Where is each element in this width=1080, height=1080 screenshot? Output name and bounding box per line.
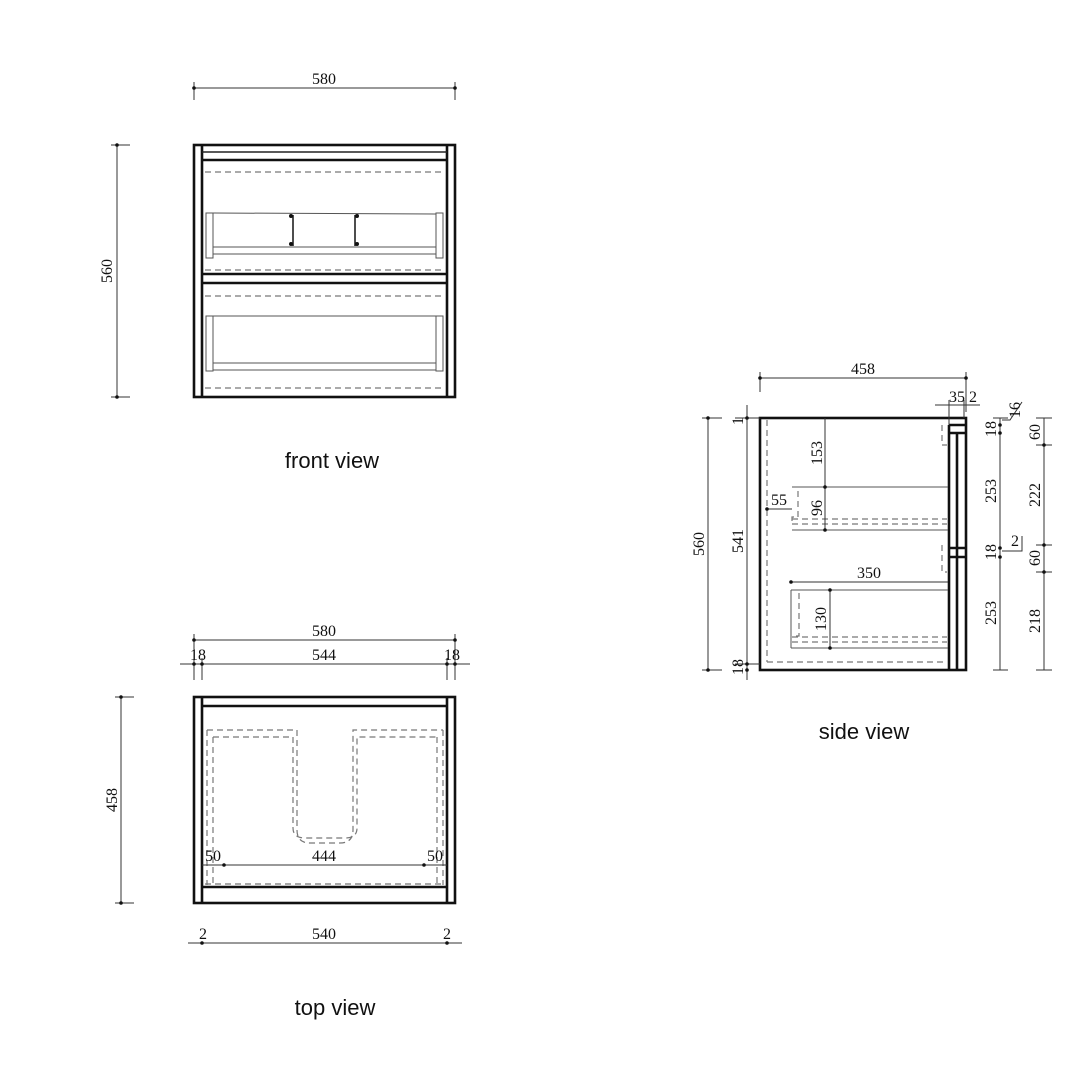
dim-drawer-lower: 253 [983, 601, 1000, 625]
front-view: 580 560 front view [99, 71, 457, 473]
dim-153: 153 [809, 441, 826, 465]
dim-drawer-upper: 253 [983, 479, 1000, 503]
dim-2: 2 [1011, 533, 1019, 550]
upper-drawer [205, 212, 444, 259]
dim-16: 16 [1007, 402, 1024, 418]
dim-offset-left: 50 [205, 848, 221, 865]
dim-60-mid: 60 [1027, 550, 1044, 566]
top-outline [192, 695, 457, 905]
dim-side-left: 18 [190, 647, 206, 664]
lower-drawer [205, 315, 444, 372]
dim-width: 580 [312, 71, 336, 88]
top-view: 580 18 544 18 458 50 444 50 2 540 2 top … [104, 623, 470, 1020]
dim-depth: 458 [104, 788, 121, 812]
dim-offset-right: 50 [427, 848, 443, 865]
side-view-label: side view [819, 719, 910, 744]
dim-60-top: 60 [1027, 424, 1044, 440]
dim-height: 560 [99, 259, 116, 283]
basin-outline [207, 729, 443, 844]
front-view-label: front view [285, 448, 379, 473]
dim-130: 130 [813, 607, 830, 631]
dim-inner: 544 [312, 647, 336, 664]
dim-width: 580 [312, 623, 336, 640]
top-view-label: top view [295, 995, 376, 1020]
side-view: 458 35 2 153 96 55 350 130 560 1 541 18 … [691, 361, 1052, 744]
side-outline [758, 416, 968, 672]
front-outline [192, 143, 457, 399]
dim-rail-top: 18 [983, 421, 1000, 437]
dim-gap-left: 2 [199, 926, 207, 943]
dim-218: 218 [1027, 609, 1044, 633]
dim-gap-right: 2 [443, 926, 451, 943]
dim-depth: 458 [851, 361, 875, 378]
dim-bottom: 18 [730, 659, 747, 675]
dim-side-right: 18 [444, 647, 460, 664]
dim-gap-top: 2 [969, 389, 977, 406]
dim-top-gap: 1 [730, 417, 747, 425]
dim-inner-height: 541 [730, 529, 747, 553]
dim-bottom: 540 [312, 926, 336, 943]
dim-222: 222 [1027, 483, 1044, 507]
dim-55: 55 [771, 492, 787, 509]
dim-350: 350 [857, 565, 881, 582]
dim-door: 35 [949, 389, 965, 406]
dim-96: 96 [809, 500, 826, 516]
dim-height: 560 [691, 532, 708, 556]
dim-rail-mid: 18 [983, 544, 1000, 560]
dim-span: 444 [312, 848, 336, 865]
